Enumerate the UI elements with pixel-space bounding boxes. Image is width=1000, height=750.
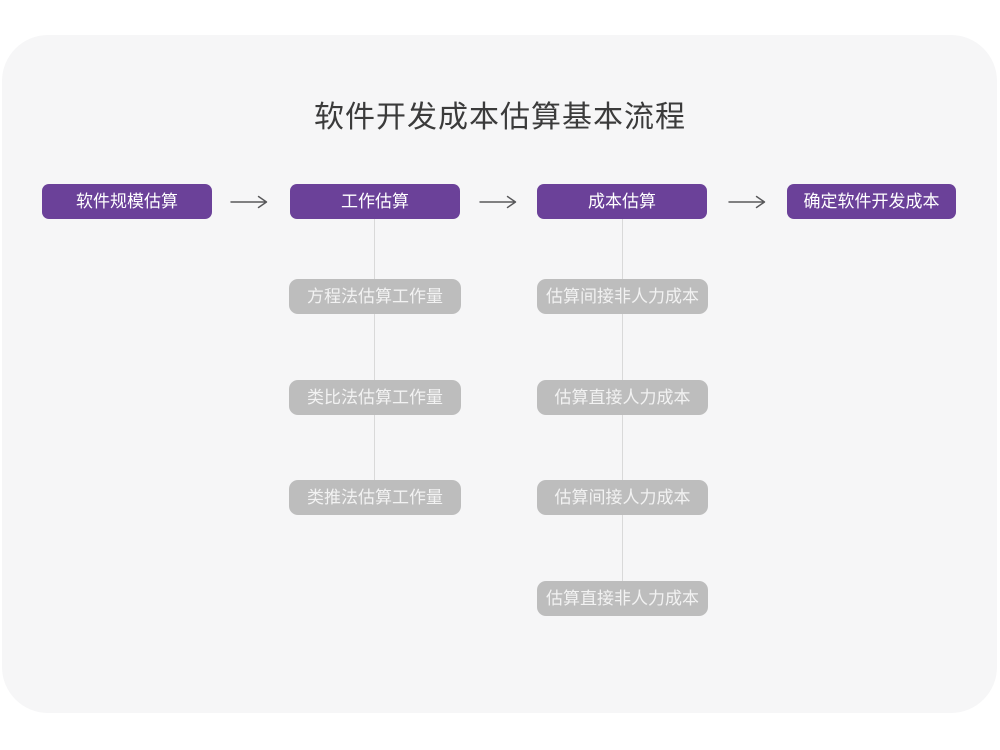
diagram-canvas xyxy=(2,35,997,713)
stage-node-software-scale-estimation: 软件规模估算 xyxy=(42,184,212,219)
sub-node-label: 估算直接非人力成本 xyxy=(546,589,699,608)
sub-node-label: 类推法估算工作量 xyxy=(307,488,443,507)
sub-node-extrapolation-method: 类推法估算工作量 xyxy=(289,480,461,515)
stage-node-label: 确定软件开发成本 xyxy=(803,192,940,211)
sub-node-direct-labor-cost: 估算直接人力成本 xyxy=(537,380,708,415)
stage-node-label: 工作估算 xyxy=(341,192,409,211)
sub-node-label: 方程法估算工作量 xyxy=(307,287,443,306)
right-arrow-icon xyxy=(728,195,766,209)
sub-node-equation-method: 方程法估算工作量 xyxy=(289,279,461,314)
sub-node-indirect-nonlabor-cost: 估算间接非人力成本 xyxy=(537,279,708,314)
right-arrow-icon xyxy=(479,195,517,209)
stage-node-label: 软件规模估算 xyxy=(76,192,178,211)
sub-node-label: 估算直接人力成本 xyxy=(554,388,691,407)
sub-node-label: 估算间接人力成本 xyxy=(554,488,691,507)
connector-line-work-estimation xyxy=(374,219,375,497)
sub-node-indirect-labor-cost: 估算间接人力成本 xyxy=(537,480,708,515)
diagram-title: 软件开发成本估算基本流程 xyxy=(314,101,686,134)
stage-node-determine-development-cost: 确定软件开发成本 xyxy=(787,184,956,219)
stage-node-work-estimation: 工作估算 xyxy=(290,184,460,219)
stage-node-label: 成本估算 xyxy=(588,192,656,211)
right-arrow-icon xyxy=(230,195,268,209)
stage-node-cost-estimation: 成本估算 xyxy=(537,184,707,219)
sub-node-direct-nonlabor-cost: 估算直接非人力成本 xyxy=(537,581,708,616)
sub-node-label: 估算间接非人力成本 xyxy=(546,287,699,306)
sub-node-label: 类比法估算工作量 xyxy=(307,388,443,407)
sub-node-analogy-method: 类比法估算工作量 xyxy=(289,380,461,415)
